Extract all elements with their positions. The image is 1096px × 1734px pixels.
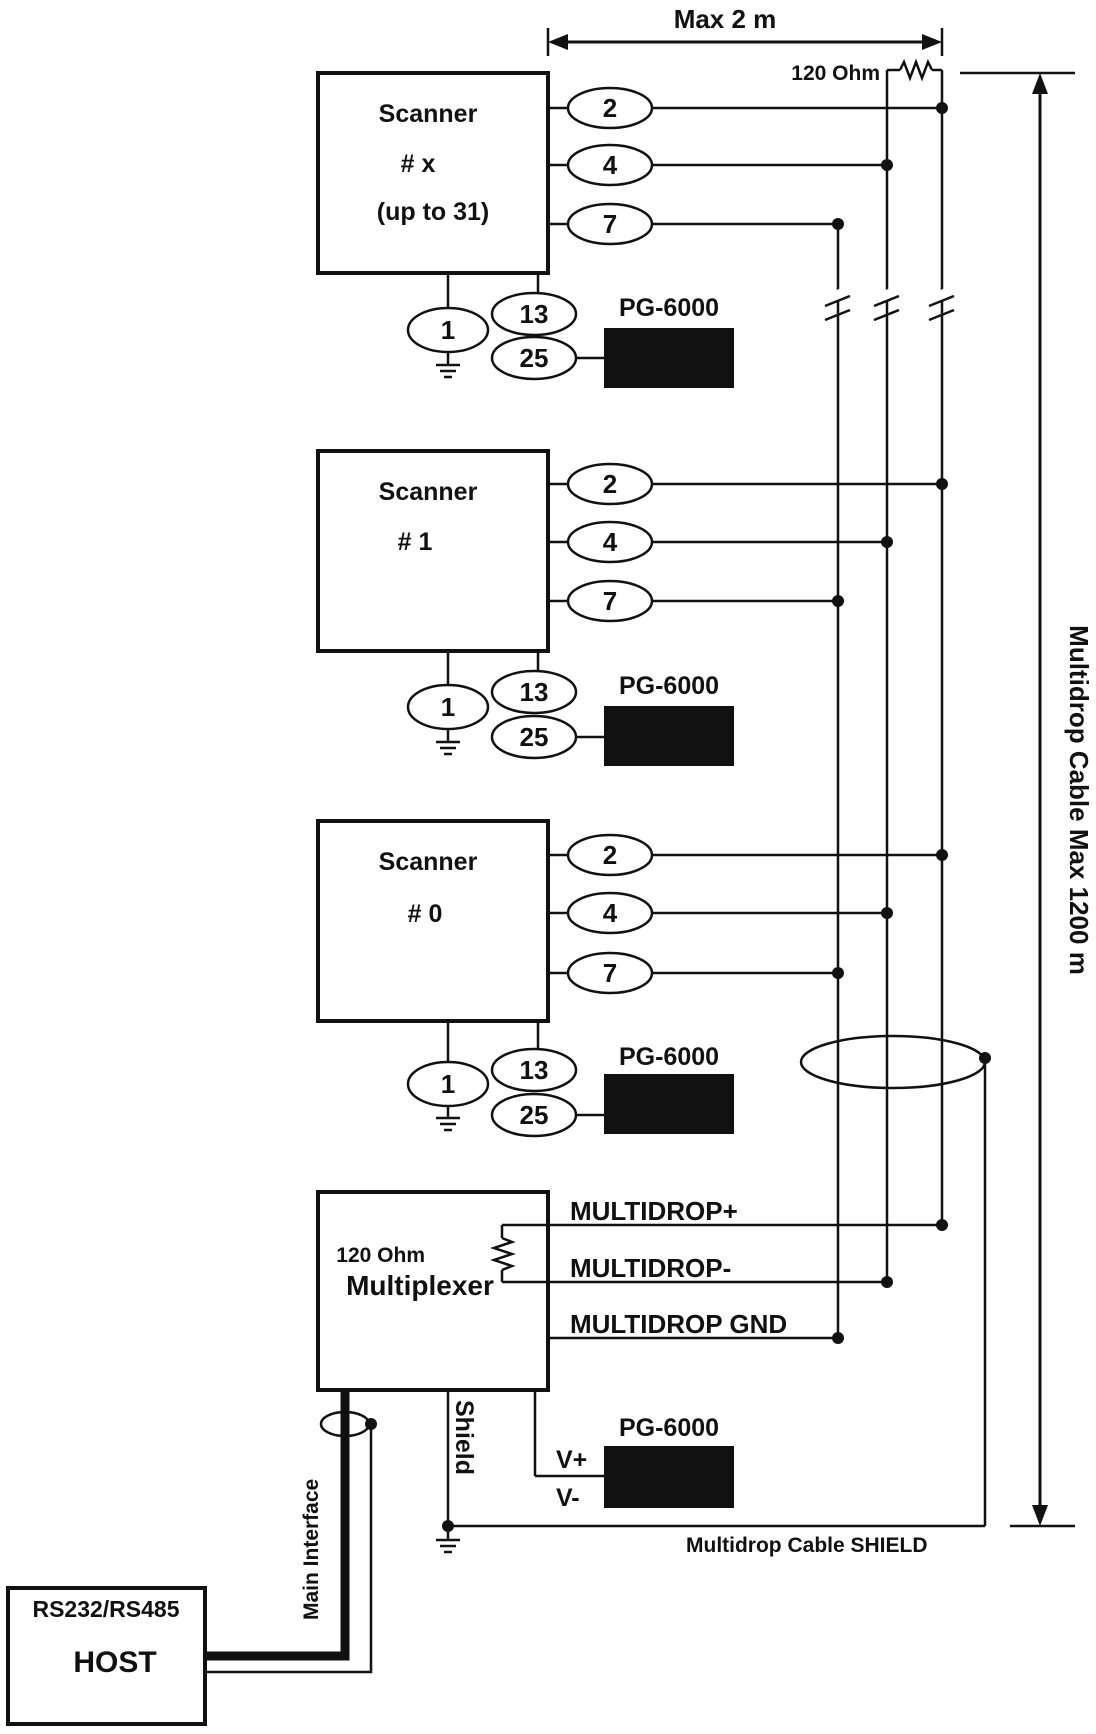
cable-shield: Multidrop Cable SHIELD bbox=[448, 1034, 991, 1557]
scanner-0-power-pins: 1 13 25 PG-6000 bbox=[406, 1021, 734, 1138]
scanner-x-pin-1: 1 bbox=[441, 315, 455, 345]
multiplexer-power: PG-6000 V+ V- bbox=[533, 1390, 734, 1512]
max-2m-label: Max 2 m bbox=[674, 4, 777, 34]
shield-label: Shield bbox=[450, 1400, 478, 1475]
scanner-1-power-supply-label: PG-6000 bbox=[619, 672, 719, 700]
cable-length-label: Multidrop Cable Max 1200 m bbox=[1064, 625, 1094, 975]
multidrop-gnd-label: MULTIDROP GND bbox=[570, 1309, 787, 1339]
multiplexer-power-supply bbox=[604, 1446, 734, 1508]
scanner-0-id: # 0 bbox=[408, 900, 443, 928]
multiplexer-resistor bbox=[490, 1223, 548, 1284]
multiplexer-name: Multiplexer bbox=[346, 1270, 494, 1301]
scanner-x-pin-4: 4 bbox=[603, 150, 618, 180]
main-interface-cable: Main Interface bbox=[205, 1390, 377, 1674]
scanner-1-pin-25: 25 bbox=[520, 722, 549, 752]
multiplexer-shield: Shield bbox=[436, 1390, 478, 1554]
cable-length-dimension: Multidrop Cable Max 1200 m bbox=[960, 71, 1094, 1528]
scanner-x-pin-13: 13 bbox=[520, 299, 549, 329]
scanner-0-pin-1: 1 bbox=[441, 1069, 455, 1099]
top-terminator-resistor: 120 Ohm bbox=[791, 58, 942, 85]
scanner-0-power-supply bbox=[604, 1074, 734, 1134]
scanner-1: Scanner # 1 bbox=[316, 449, 550, 653]
scanner-x-note: (up to 31) bbox=[377, 198, 490, 226]
multiplexer-power-supply-label: PG-6000 bbox=[619, 1414, 719, 1442]
vplus-label: V+ bbox=[556, 1446, 587, 1474]
scanner-1-power-supply bbox=[604, 706, 734, 766]
host: RS232/RS485 HOST bbox=[6, 1586, 207, 1726]
scanner-1-pin-2: 2 bbox=[603, 469, 617, 499]
scanner-1-signal-pins: 2 4 7 bbox=[548, 462, 948, 623]
scanner-1-power-pins: 1 13 25 PG-6000 bbox=[406, 651, 734, 766]
scanner-x-id: # x bbox=[401, 150, 436, 178]
scanner-x: Scanner # x (up to 31) bbox=[316, 71, 550, 275]
scanner-x-power-supply-label: PG-6000 bbox=[619, 294, 719, 322]
top-terminator-label: 120 Ohm bbox=[791, 62, 880, 85]
scanner-0: Scanner # 0 bbox=[316, 819, 550, 1023]
scanner-0-power-supply-label: PG-6000 bbox=[619, 1043, 719, 1071]
scanner-x-title: Scanner bbox=[379, 100, 478, 128]
bus-lines bbox=[823, 70, 956, 1338]
multiplexer: Multiplexer 120 Ohm bbox=[316, 1190, 550, 1392]
scanner-0-pin-4: 4 bbox=[603, 898, 618, 928]
scanner-x-signal-pins: 2 4 7 bbox=[548, 86, 948, 246]
scanner-1-pin-7: 7 bbox=[603, 586, 617, 616]
scanner-x-pin-2: 2 bbox=[603, 93, 617, 123]
scanner-x-power-supply bbox=[604, 328, 734, 388]
host-name: HOST bbox=[73, 1646, 156, 1679]
multiplexer-signal-lines: MULTIDROP+ MULTIDROP- MULTIDROP GND bbox=[548, 1196, 948, 1344]
scanner-1-pin-13: 13 bbox=[520, 677, 549, 707]
scanner-1-id: # 1 bbox=[398, 528, 433, 556]
cable-shield-label: Multidrop Cable SHIELD bbox=[686, 1534, 928, 1557]
multiplexer-resistor-label: 120 Ohm bbox=[336, 1244, 425, 1267]
scanner-0-signal-pins: 2 4 7 bbox=[548, 833, 948, 995]
max-2m-dimension: Max 2 m bbox=[546, 4, 944, 56]
scanner-0-pin-13: 13 bbox=[520, 1055, 549, 1085]
scanner-1-title: Scanner bbox=[379, 478, 478, 506]
scanner-0-pin-2: 2 bbox=[603, 840, 617, 870]
scanner-x-power-pins: 1 13 25 PG-6000 bbox=[406, 273, 734, 388]
scanner-0-pin-25: 25 bbox=[520, 1100, 549, 1130]
scanner-x-pin-7: 7 bbox=[603, 209, 617, 239]
scanner-0-title: Scanner bbox=[379, 848, 478, 876]
host-type: RS232/RS485 bbox=[32, 1596, 179, 1622]
multidrop-minus-label: MULTIDROP- bbox=[570, 1253, 731, 1283]
main-interface-label: Main Interface bbox=[300, 1479, 323, 1620]
vminus-label: V- bbox=[556, 1484, 580, 1512]
scanner-1-pin-1: 1 bbox=[441, 692, 455, 722]
scanner-x-pin-25: 25 bbox=[520, 343, 549, 373]
scanner-0-pin-7: 7 bbox=[603, 958, 617, 988]
multidrop-plus-label: MULTIDROP+ bbox=[570, 1196, 738, 1226]
scanner-1-pin-4: 4 bbox=[603, 527, 618, 557]
